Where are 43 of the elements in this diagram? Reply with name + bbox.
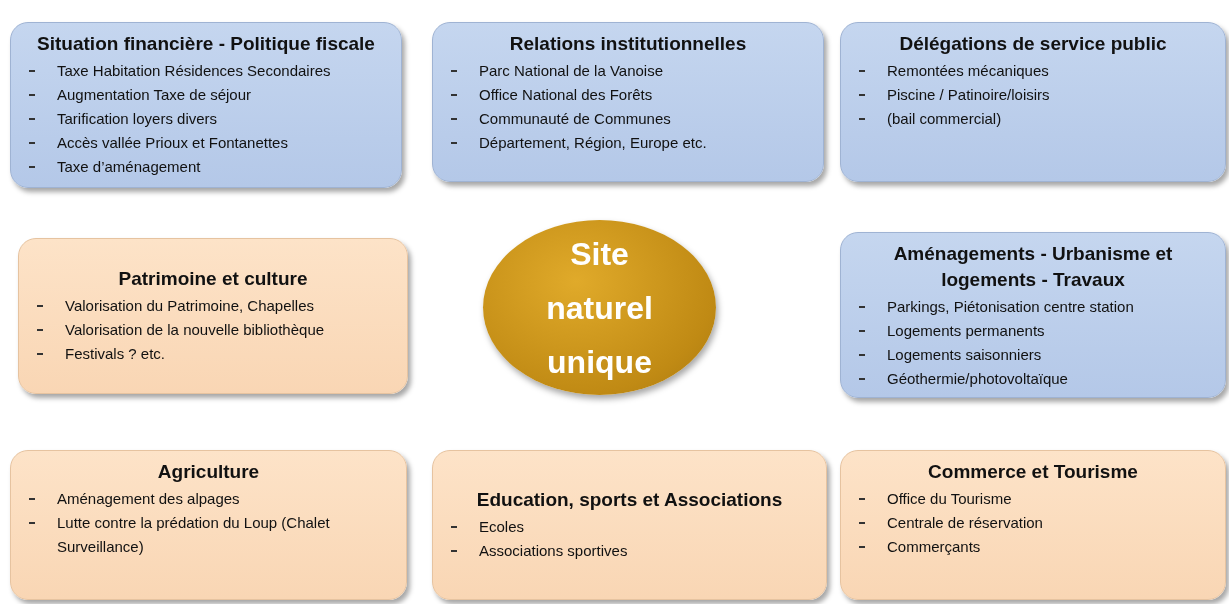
list-item: Taxe d’aménagement bbox=[57, 157, 201, 177]
list-item: Remontées mécaniques bbox=[887, 61, 1049, 81]
topic-card bbox=[840, 232, 1226, 398]
list-item: Département, Région, Europe etc. bbox=[479, 133, 707, 153]
list-item: Parc National de la Vanoise bbox=[479, 61, 663, 81]
list-item: Centrale de réservation bbox=[887, 513, 1043, 533]
list-item: Commerçants bbox=[887, 537, 981, 557]
list-item: Piscine / Patinoire/loisirs bbox=[887, 85, 1050, 105]
list-item: Festivals ? etc. bbox=[65, 344, 166, 364]
list-item: Valorisation de la nouvelle bibliothèque bbox=[65, 320, 325, 340]
card-heading: Patrimoine et culture bbox=[117, 267, 309, 291]
center-title: Site naturel unique bbox=[545, 234, 654, 382]
list-item: Tarification loyers divers bbox=[57, 109, 218, 129]
list-item: Parkings, Piétonisation centre station bbox=[887, 297, 1134, 317]
list-item: Taxe Habitation Résidences Secondaires bbox=[57, 61, 331, 81]
list-item: Associations sportives bbox=[479, 541, 628, 561]
list-item: Valorisation du Patrimoine, Chapelles bbox=[65, 296, 315, 316]
list-item: Accès vallée Prioux et Fontanettes bbox=[57, 133, 288, 153]
card-heading: Commerce et Tourisme bbox=[927, 460, 1139, 484]
list-item: Aménagement des alpages bbox=[57, 489, 240, 509]
list-item: (bail commercial) bbox=[887, 109, 1002, 129]
card-heading: Aménagements - Urbanisme et logements - Travaux bbox=[892, 242, 1174, 292]
list-item: Office du Tourisme bbox=[887, 489, 1012, 509]
list-item: Office National des Forêts bbox=[479, 85, 653, 105]
topic-card bbox=[840, 22, 1226, 182]
list-item: Lutte contre la prédation du Loup (Chalet Surveillance) bbox=[57, 513, 331, 557]
card-heading: Agriculture bbox=[156, 460, 261, 484]
topic-card bbox=[10, 450, 407, 600]
list-item: Augmentation Taxe de séjour bbox=[57, 85, 252, 105]
list-item: Communauté de Communes bbox=[479, 109, 671, 129]
card-heading: Education, sports et Associations bbox=[475, 488, 784, 512]
list-item: Géothermie/photovoltaïque bbox=[887, 369, 1068, 389]
topic-card bbox=[432, 22, 824, 182]
topic-card bbox=[10, 22, 402, 188]
topic-card bbox=[432, 450, 827, 600]
list-item: Logements permanents bbox=[887, 321, 1045, 341]
card-heading: Situation financière - Politique fiscale bbox=[36, 32, 376, 56]
list-item: Ecoles bbox=[479, 517, 525, 537]
card-heading: Relations institutionnelles bbox=[508, 32, 748, 56]
list-item: Logements saisonniers bbox=[887, 345, 1042, 365]
topic-card bbox=[18, 238, 408, 394]
topic-card bbox=[840, 450, 1226, 600]
card-heading: Délégations de service public bbox=[898, 32, 1168, 56]
